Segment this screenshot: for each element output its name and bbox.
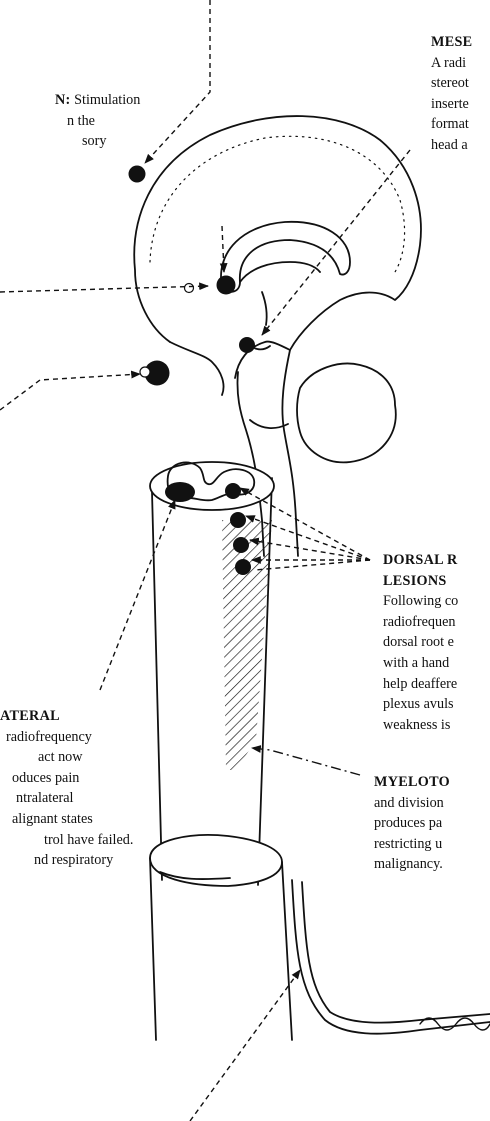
mesencephalic-line: stereot [431, 73, 472, 94]
thalamus-target [217, 276, 236, 295]
cord-left-edge [152, 492, 162, 880]
brain-leader-lines [0, 0, 410, 410]
root-entry-target-1 [225, 483, 241, 499]
dorsal-root-heading: DORSAL R [383, 550, 458, 571]
dorsal-root-heading: LESIONS [383, 571, 458, 592]
cortex-target [129, 166, 146, 183]
myelotomy-line: malignancy. [374, 854, 450, 875]
mesencephalic-line: A radi [431, 53, 472, 74]
cerebrum-outline [134, 116, 421, 378]
myelotomy-line: produces pa [374, 813, 450, 834]
hatched-tract [222, 520, 272, 770]
dorsal-root-line: Following co [383, 591, 458, 612]
myelotomy-line: and division [374, 793, 450, 814]
anterolateral-label: ATERAL radiofrequency act now oduces pai… [0, 706, 133, 871]
spinal-cord-illustration [150, 462, 490, 1040]
anterolateral-line: trol have failed. [0, 830, 133, 851]
cerebellum [297, 364, 396, 463]
anterolateral-line: oduces pain [0, 768, 133, 789]
cortex-dotted-line [150, 136, 405, 272]
mesencephalic-label: MESE A radi stereot inserte format head … [431, 32, 472, 156]
mesencephalic-line: format [431, 114, 472, 135]
anterolateral-line: act now [0, 747, 133, 768]
anterolateral-heading: ATERAL [0, 706, 133, 727]
dorsal-root-line: dorsal root e [383, 632, 458, 653]
dorsal-root-line: weakness is [383, 715, 458, 736]
root-entry-target-3 [233, 537, 249, 553]
myelotomy-label: MYELOTO and division produces pa restric… [374, 772, 450, 875]
brain-targets [129, 166, 256, 386]
stimulation-line: Stimulation [74, 92, 140, 108]
dorsal-root-line: plexus avuls [383, 694, 458, 715]
mesencephalic-heading: MESE [431, 32, 472, 53]
root-entry-target-2 [230, 512, 246, 528]
anterolateral-line: alignant states [0, 809, 133, 830]
dorsal-root-line: with a hand [383, 653, 458, 674]
anterolateral-line: nd respiratory [0, 850, 133, 871]
anterolateral-line: ntralateral [0, 788, 133, 809]
dorsal-root-line: help deaffere [383, 674, 458, 695]
myelotomy-heading: MYELOTO [374, 772, 450, 793]
dorsal-root-label: DORSAL R LESIONS Following co radiofrequ… [383, 550, 458, 735]
stimulation-line: n the [55, 111, 140, 132]
mesencephalic-line: head a [431, 135, 472, 156]
mesencephalon-target [239, 337, 255, 353]
root-entry-target-4 [235, 559, 251, 575]
stimulation-label: N: Stimulation n the sory [55, 90, 140, 152]
stimulation-heading: N: [55, 92, 71, 108]
dorsal-root-line: radiofrequen [383, 612, 458, 633]
nerve-root [292, 880, 490, 1034]
stimulation-line: sory [55, 131, 140, 152]
mesencephalic-line: inserte [431, 94, 472, 115]
anterolateral-line: radiofrequency [0, 727, 133, 748]
anterolateral-tract-target [165, 482, 195, 502]
myelotomy-line: restricting u [374, 834, 450, 855]
